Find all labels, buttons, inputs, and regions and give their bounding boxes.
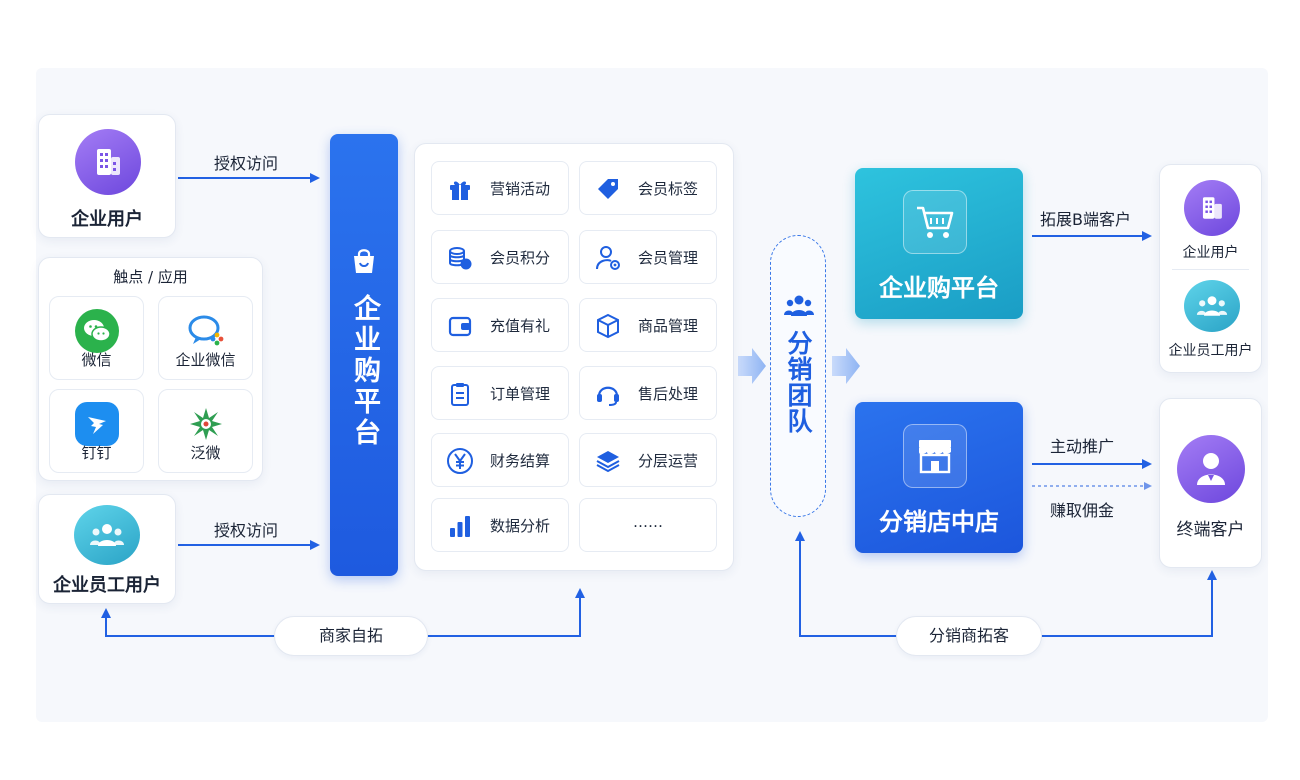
app-fanwei-label: 泛微 (190, 444, 221, 462)
gift-icon (446, 175, 474, 203)
target-employee-user-label: 企业员工用户 (1168, 343, 1253, 359)
feature-member-management[interactable]: 会员管理 (579, 230, 717, 284)
feature-finance-settlement[interactable]: 财务结算 (431, 433, 569, 487)
store-label: 分销店中店 (879, 508, 999, 536)
clipboard-icon (446, 380, 474, 408)
feature-label: 订单管理 (490, 385, 551, 403)
feature-order-management[interactable]: 订单管理 (431, 366, 569, 420)
feature-label: 营销活动 (490, 180, 551, 198)
chevron-arrow-into-team (738, 348, 766, 384)
fanwei-icon (184, 402, 228, 446)
self-expand-pill: 商家自拓 (274, 616, 428, 656)
feature-label: 商品管理 (638, 317, 699, 335)
active-promo-label: 主动推广 (1050, 437, 1115, 456)
feature-data-analysis[interactable]: 数据分析 (431, 498, 569, 552)
feature-more-label: …… (633, 513, 663, 531)
feature-label: 会员积分 (490, 249, 551, 267)
employee-user-label: 企业员工用户 (53, 575, 161, 596)
enterprise-user-label: 企业用户 (71, 209, 143, 230)
shopping-bag-icon (349, 246, 379, 276)
enterprise-user-card: 企业用户 (38, 114, 176, 238)
tag-icon (594, 175, 622, 203)
touchpoints-title: 触点 / 应用 (113, 268, 188, 286)
right-platform-label: 企业购平台 (879, 274, 999, 302)
coins-icon (446, 244, 474, 272)
feature-label: 财务结算 (490, 452, 551, 470)
box-icon (594, 312, 622, 340)
feature-recharge-gift[interactable]: 充值有礼 (431, 298, 569, 352)
right-platform-card[interactable]: 企业购平台 (855, 168, 1023, 319)
target-users-card: 企业用户 企业员工用户 (1159, 164, 1262, 373)
team-icon (784, 294, 814, 318)
person-icon (1177, 435, 1245, 503)
feature-label: 分层运营 (638, 452, 699, 470)
app-fanwei[interactable]: 泛微 (158, 389, 253, 473)
end-customer-label: 终端客户 (1176, 520, 1245, 540)
distribution-team-pill[interactable]: 分销团队 (770, 235, 826, 517)
dingtalk-icon (74, 402, 119, 446)
wechat-icon (74, 309, 119, 353)
feature-product-management[interactable]: 商品管理 (579, 298, 717, 352)
platform-bar[interactable]: 企业购平台 (330, 134, 398, 576)
expand-b-label: 拓展B端客户 (1040, 210, 1131, 229)
building-icon (1184, 180, 1240, 236)
feature-label: 数据分析 (490, 517, 551, 535)
app-wechat[interactable]: 微信 (49, 296, 144, 380)
feature-member-tags[interactable]: 会员标签 (579, 161, 717, 215)
target-enterprise-user-label: 企业用户 (1182, 245, 1239, 261)
feature-label: 充值有礼 (490, 317, 551, 335)
feature-more: …… (579, 498, 717, 552)
employee-user-card: 企业员工用户 (38, 494, 176, 604)
divider (1172, 269, 1249, 270)
feature-marketing[interactable]: 营销活动 (431, 161, 569, 215)
app-wechat-label: 微信 (81, 351, 112, 369)
building-icon (75, 129, 141, 195)
app-wecom-label: 企业微信 (175, 351, 236, 369)
end-customer-card: 终端客户 (1159, 398, 1262, 568)
distributor-expand-pill: 分销商拓客 (896, 616, 1042, 656)
chevron-arrow-out-team (832, 348, 860, 384)
earn-commission-label: 赚取佣金 (1050, 501, 1115, 520)
yen-icon (446, 447, 474, 475)
feature-label: 会员标签 (638, 180, 699, 198)
feature-layered-operations[interactable]: 分层运营 (579, 433, 717, 487)
people-icon (74, 505, 140, 565)
store-icon (903, 424, 967, 488)
touchpoints-card: 触点 / 应用 微信 企业微信 钉 (38, 257, 263, 481)
bar-chart-icon (446, 512, 474, 540)
layers-icon (594, 447, 622, 475)
wallet-icon (446, 312, 474, 340)
user-settings-icon (594, 244, 622, 272)
store-card[interactable]: 分销店中店 (855, 402, 1023, 553)
cart-icon (903, 190, 967, 254)
auth-top-label: 授权访问 (214, 154, 279, 173)
feature-label: 会员管理 (638, 249, 699, 267)
team-label: 分销团队 (784, 330, 813, 434)
features-panel: 营销活动 会员标签 会员积分 会员管理 充值有礼 商品管理 订单管理 (414, 143, 734, 571)
feature-label: 售后处理 (638, 385, 699, 403)
headset-icon (594, 380, 622, 408)
people-icon (1184, 280, 1240, 332)
platform-bar-label: 企业购平台 (349, 294, 380, 449)
auth-bottom-label: 授权访问 (214, 521, 279, 540)
app-wecom[interactable]: 企业微信 (158, 296, 253, 380)
app-dingtalk[interactable]: 钉钉 (49, 389, 144, 473)
feature-member-points[interactable]: 会员积分 (431, 230, 569, 284)
feature-after-sales[interactable]: 售后处理 (579, 366, 717, 420)
app-dingtalk-label: 钉钉 (81, 444, 112, 462)
wecom-icon (184, 309, 228, 353)
